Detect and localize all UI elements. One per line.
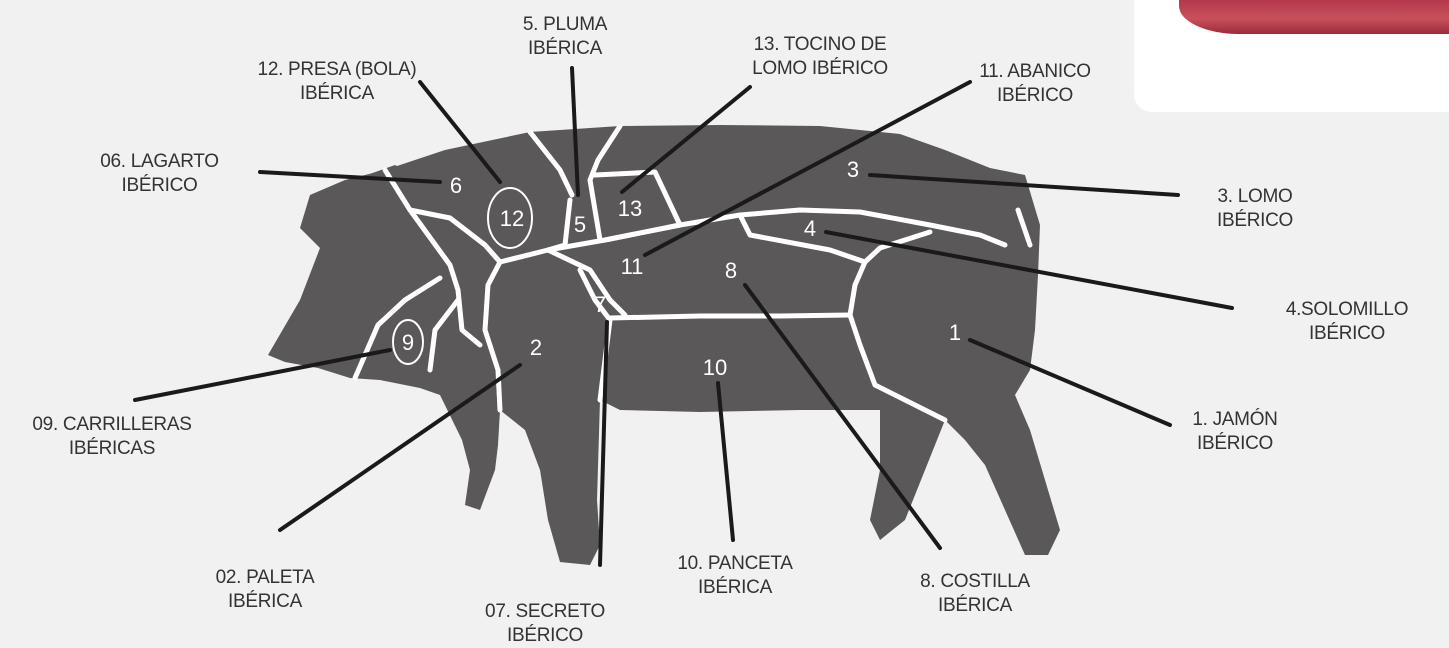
leader-pluma [570, 66, 580, 197]
leader-abanico [643, 80, 972, 257]
label-solomillo: 4.SOLOMILLO IBÉRICO [1262, 298, 1432, 346]
label-solomillo-line2: IBÉRICO [1308, 323, 1386, 344]
label-costilla-line2: IBÉRICA [938, 595, 1012, 616]
leader-secreto [598, 320, 609, 567]
label-lomo-line2: IBÉRICO [1216, 210, 1294, 231]
label-paleta-line1: 02. PALETA [215, 567, 315, 588]
label-costilla-line1: 8. COSTILLA [920, 571, 1030, 592]
label-lagarto-line1: 06. LAGARTO [100, 151, 219, 172]
label-panceta: 10. PANCETA IBÉRICA [655, 552, 815, 600]
cut-number-7: 7 [594, 292, 606, 317]
cut-numbers: 1 2 3 4 5 6 7 8 9 10 11 12 13 [402, 157, 961, 380]
label-secreto: 07. SECRETO IBÉRICO [460, 600, 630, 648]
label-lomo: 3. LOMO IBÉRICO [1185, 185, 1325, 233]
leader-tocino [620, 85, 752, 194]
label-paleta: 02. PALETA IBÉRICA [185, 566, 345, 614]
label-pluma: 5. PLUMA IBÉRICA [490, 13, 640, 61]
label-panceta-line2: IBÉRICA [698, 577, 772, 598]
leader-panceta [716, 381, 735, 542]
leader-paleta [278, 363, 522, 532]
label-carrilleras-line1: 09. CARRILLERAS [32, 414, 192, 435]
label-pluma-line2: IBÉRICA [528, 38, 602, 59]
label-lomo-line1: 3. LOMO [1217, 186, 1293, 207]
seam-ham-front [847, 259, 948, 423]
label-panceta-line1: 10. PANCETA [677, 553, 793, 574]
seam-cheek [427, 297, 461, 373]
leader-lines [133, 66, 1234, 567]
cut-number-4: 4 [804, 216, 816, 241]
label-carrilleras: 09. CARRILLERAS IBÉRICAS [2, 413, 222, 461]
cut-number-10: 10 [703, 355, 727, 380]
seam-belly [607, 312, 853, 321]
label-secreto-line2: IBÉRICO [506, 625, 584, 646]
cut-number-6: 6 [450, 173, 462, 198]
cut-number-12: 12 [500, 206, 524, 231]
leader-jamon [968, 338, 1172, 427]
label-abanico-line1: 11. ABANICO [979, 61, 1091, 82]
cut-seams [352, 123, 1033, 423]
label-paleta-line2: IBÉRICA [228, 591, 302, 612]
cut-number-13: 13 [618, 196, 642, 221]
leader-lagarto [258, 170, 442, 184]
label-carrilleras-line2: IBÉRICAS [68, 438, 156, 459]
seam-presa-pluma [527, 129, 575, 198]
label-tocino: 13. TOCINO DE LOMO IBÉRICO [720, 33, 920, 81]
cut-number-11: 11 [621, 254, 644, 279]
cut-number-8: 8 [725, 258, 737, 283]
carrilleras-oval [392, 319, 424, 365]
pig-body [268, 125, 1060, 565]
cut-number-5: 5 [574, 212, 586, 237]
seam-jaw [352, 275, 443, 381]
seam-abanico [545, 247, 628, 318]
leader-lomo [868, 173, 1180, 197]
label-abanico-line2: IBÉRICO [996, 85, 1074, 106]
seam-main-back [497, 207, 1008, 265]
label-tocino-line2: LOMO IBÉRICO [752, 58, 888, 79]
label-presa-line2: IBÉRICA [300, 83, 374, 104]
label-secreto-line1: 07. SECRETO [485, 601, 605, 622]
label-presa: 12. PRESA (BOLA) IBÉRICA [222, 58, 452, 106]
label-jamon-line1: 1. JAMÓN [1192, 409, 1278, 430]
label-jamon: 1. JAMÓN IBÉRICO [1180, 408, 1290, 456]
seam-tail [1015, 207, 1033, 248]
label-abanico: 11. ABANICO IBÉRICO [950, 60, 1120, 108]
label-pluma-line1: 5. PLUMA [522, 14, 608, 35]
cut-number-1: 1 [949, 320, 961, 345]
cut-number-3: 3 [847, 157, 859, 182]
label-presa-line1: 12. PRESA (BOLA) [257, 59, 417, 80]
meat-slab-image [1179, 0, 1449, 34]
cut-number-2: 2 [530, 335, 542, 360]
meat-photo [1134, 0, 1449, 112]
presa-oval [487, 187, 533, 249]
label-lagarto: 06. LAGARTO IBÉRICO [72, 150, 247, 198]
seam-head-neck [382, 167, 483, 348]
label-lagarto-line2: IBÉRICO [121, 175, 198, 196]
leader-presa [418, 80, 502, 184]
seam-pluma-tocino [587, 123, 623, 243]
cut-number-9: 9 [402, 330, 414, 355]
label-tocino-line1: 13. TOCINO DE [753, 34, 887, 55]
label-jamon-line2: IBÉRICO [1196, 433, 1274, 454]
seam-lagarto-presa [407, 207, 503, 265]
label-solomillo-line1: 4.SOLOMILLO [1285, 299, 1409, 320]
leader-carrilleras [133, 348, 392, 402]
seam-shoulder [482, 259, 503, 413]
leader-costilla [743, 283, 942, 550]
label-costilla: 8. COSTILLA IBÉRICA [900, 570, 1050, 618]
leader-solomillo [824, 230, 1234, 310]
